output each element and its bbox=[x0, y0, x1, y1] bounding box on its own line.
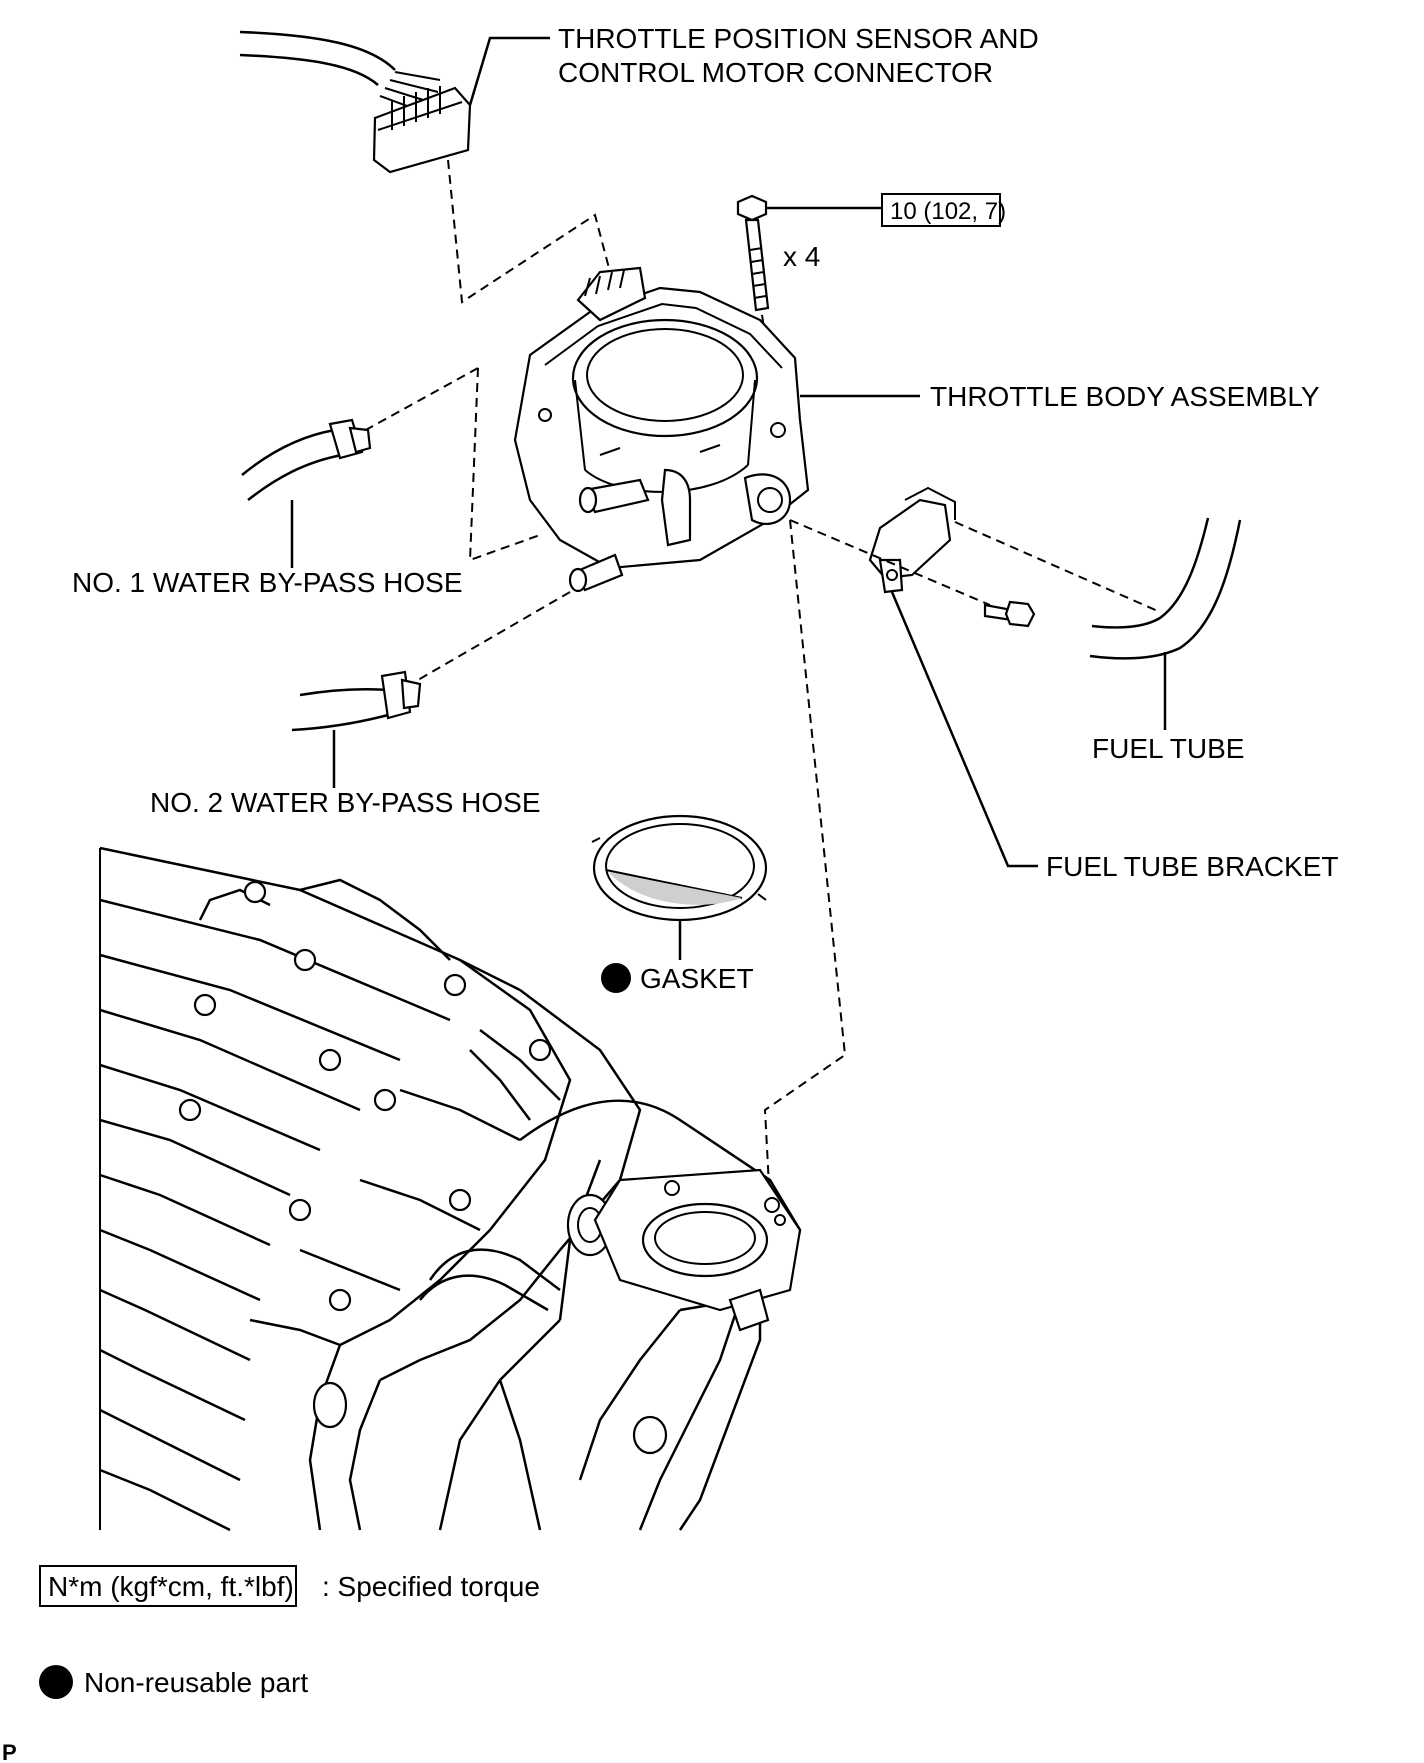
gasket-nonreusable-mark bbox=[601, 963, 631, 993]
bolt-quantity: x 4 bbox=[783, 241, 820, 272]
mounting-bolt bbox=[736, 194, 770, 312]
fuel-tube bbox=[1089, 517, 1242, 660]
fuel-tube-bracket-leader bbox=[890, 591, 1038, 868]
connector-wire-harness bbox=[239, 30, 441, 117]
throttle-body-pipe-upper bbox=[578, 478, 650, 514]
water-bypass-hose-1 bbox=[241, 418, 372, 501]
torque-value: 10 (102, 7) bbox=[890, 198, 1006, 225]
figure-id: P bbox=[2, 1740, 17, 1763]
connector-label-line1: THROTTLE POSITION SENSOR AND bbox=[558, 23, 1039, 54]
engine-bolt-heads bbox=[178, 880, 552, 1312]
fuel-tube-bracket bbox=[868, 486, 956, 594]
throttle-body-guide-left bbox=[468, 367, 541, 562]
throttle-sensor-connector bbox=[372, 86, 472, 174]
hose2-label: NO. 2 WATER BY-PASS HOSE bbox=[150, 787, 541, 818]
hose2-guide-line bbox=[417, 591, 571, 681]
throttle-mounting-flange bbox=[593, 1168, 802, 1332]
water-bypass-hose-2 bbox=[291, 670, 422, 732]
bracket-guide-line bbox=[789, 519, 991, 606]
torque-legend-units: N*m (kgf*cm, ft.*lbf) bbox=[48, 1571, 294, 1602]
hose1-guide-line bbox=[361, 367, 479, 433]
torque-legend-desc: : Specified torque bbox=[322, 1571, 540, 1602]
fuel-tube-guide-line bbox=[954, 521, 1161, 613]
gasket-label: GASKET bbox=[640, 963, 754, 994]
torque-box bbox=[881, 193, 1001, 227]
connector-label-line2: CONTROL MOTOR CONNECTOR bbox=[558, 57, 993, 88]
hose1-label: NO. 1 WATER BY-PASS HOSE bbox=[72, 567, 463, 598]
torque-legend-box bbox=[39, 1565, 297, 1607]
gasket bbox=[591, 814, 768, 922]
throttle-body-label: THROTTLE BODY ASSEMBLY bbox=[930, 381, 1320, 412]
throttle-body-pipe-lower bbox=[568, 553, 624, 593]
throttle-body-assembly bbox=[513, 266, 810, 570]
engine-intake-manifold bbox=[99, 846, 802, 1532]
connector-leader bbox=[468, 36, 550, 106]
nonreusable-legend-desc: Non-reusable part bbox=[84, 1667, 308, 1698]
fuel-tube-label: FUEL TUBE bbox=[1092, 733, 1244, 764]
connector-guide-line bbox=[447, 159, 611, 304]
manifold-guide-line bbox=[763, 519, 847, 1206]
fuel-tube-bracket-label: FUEL TUBE BRACKET bbox=[1046, 851, 1339, 882]
nonreusable-legend-mark bbox=[39, 1665, 73, 1699]
bracket-bolt bbox=[983, 600, 1036, 628]
